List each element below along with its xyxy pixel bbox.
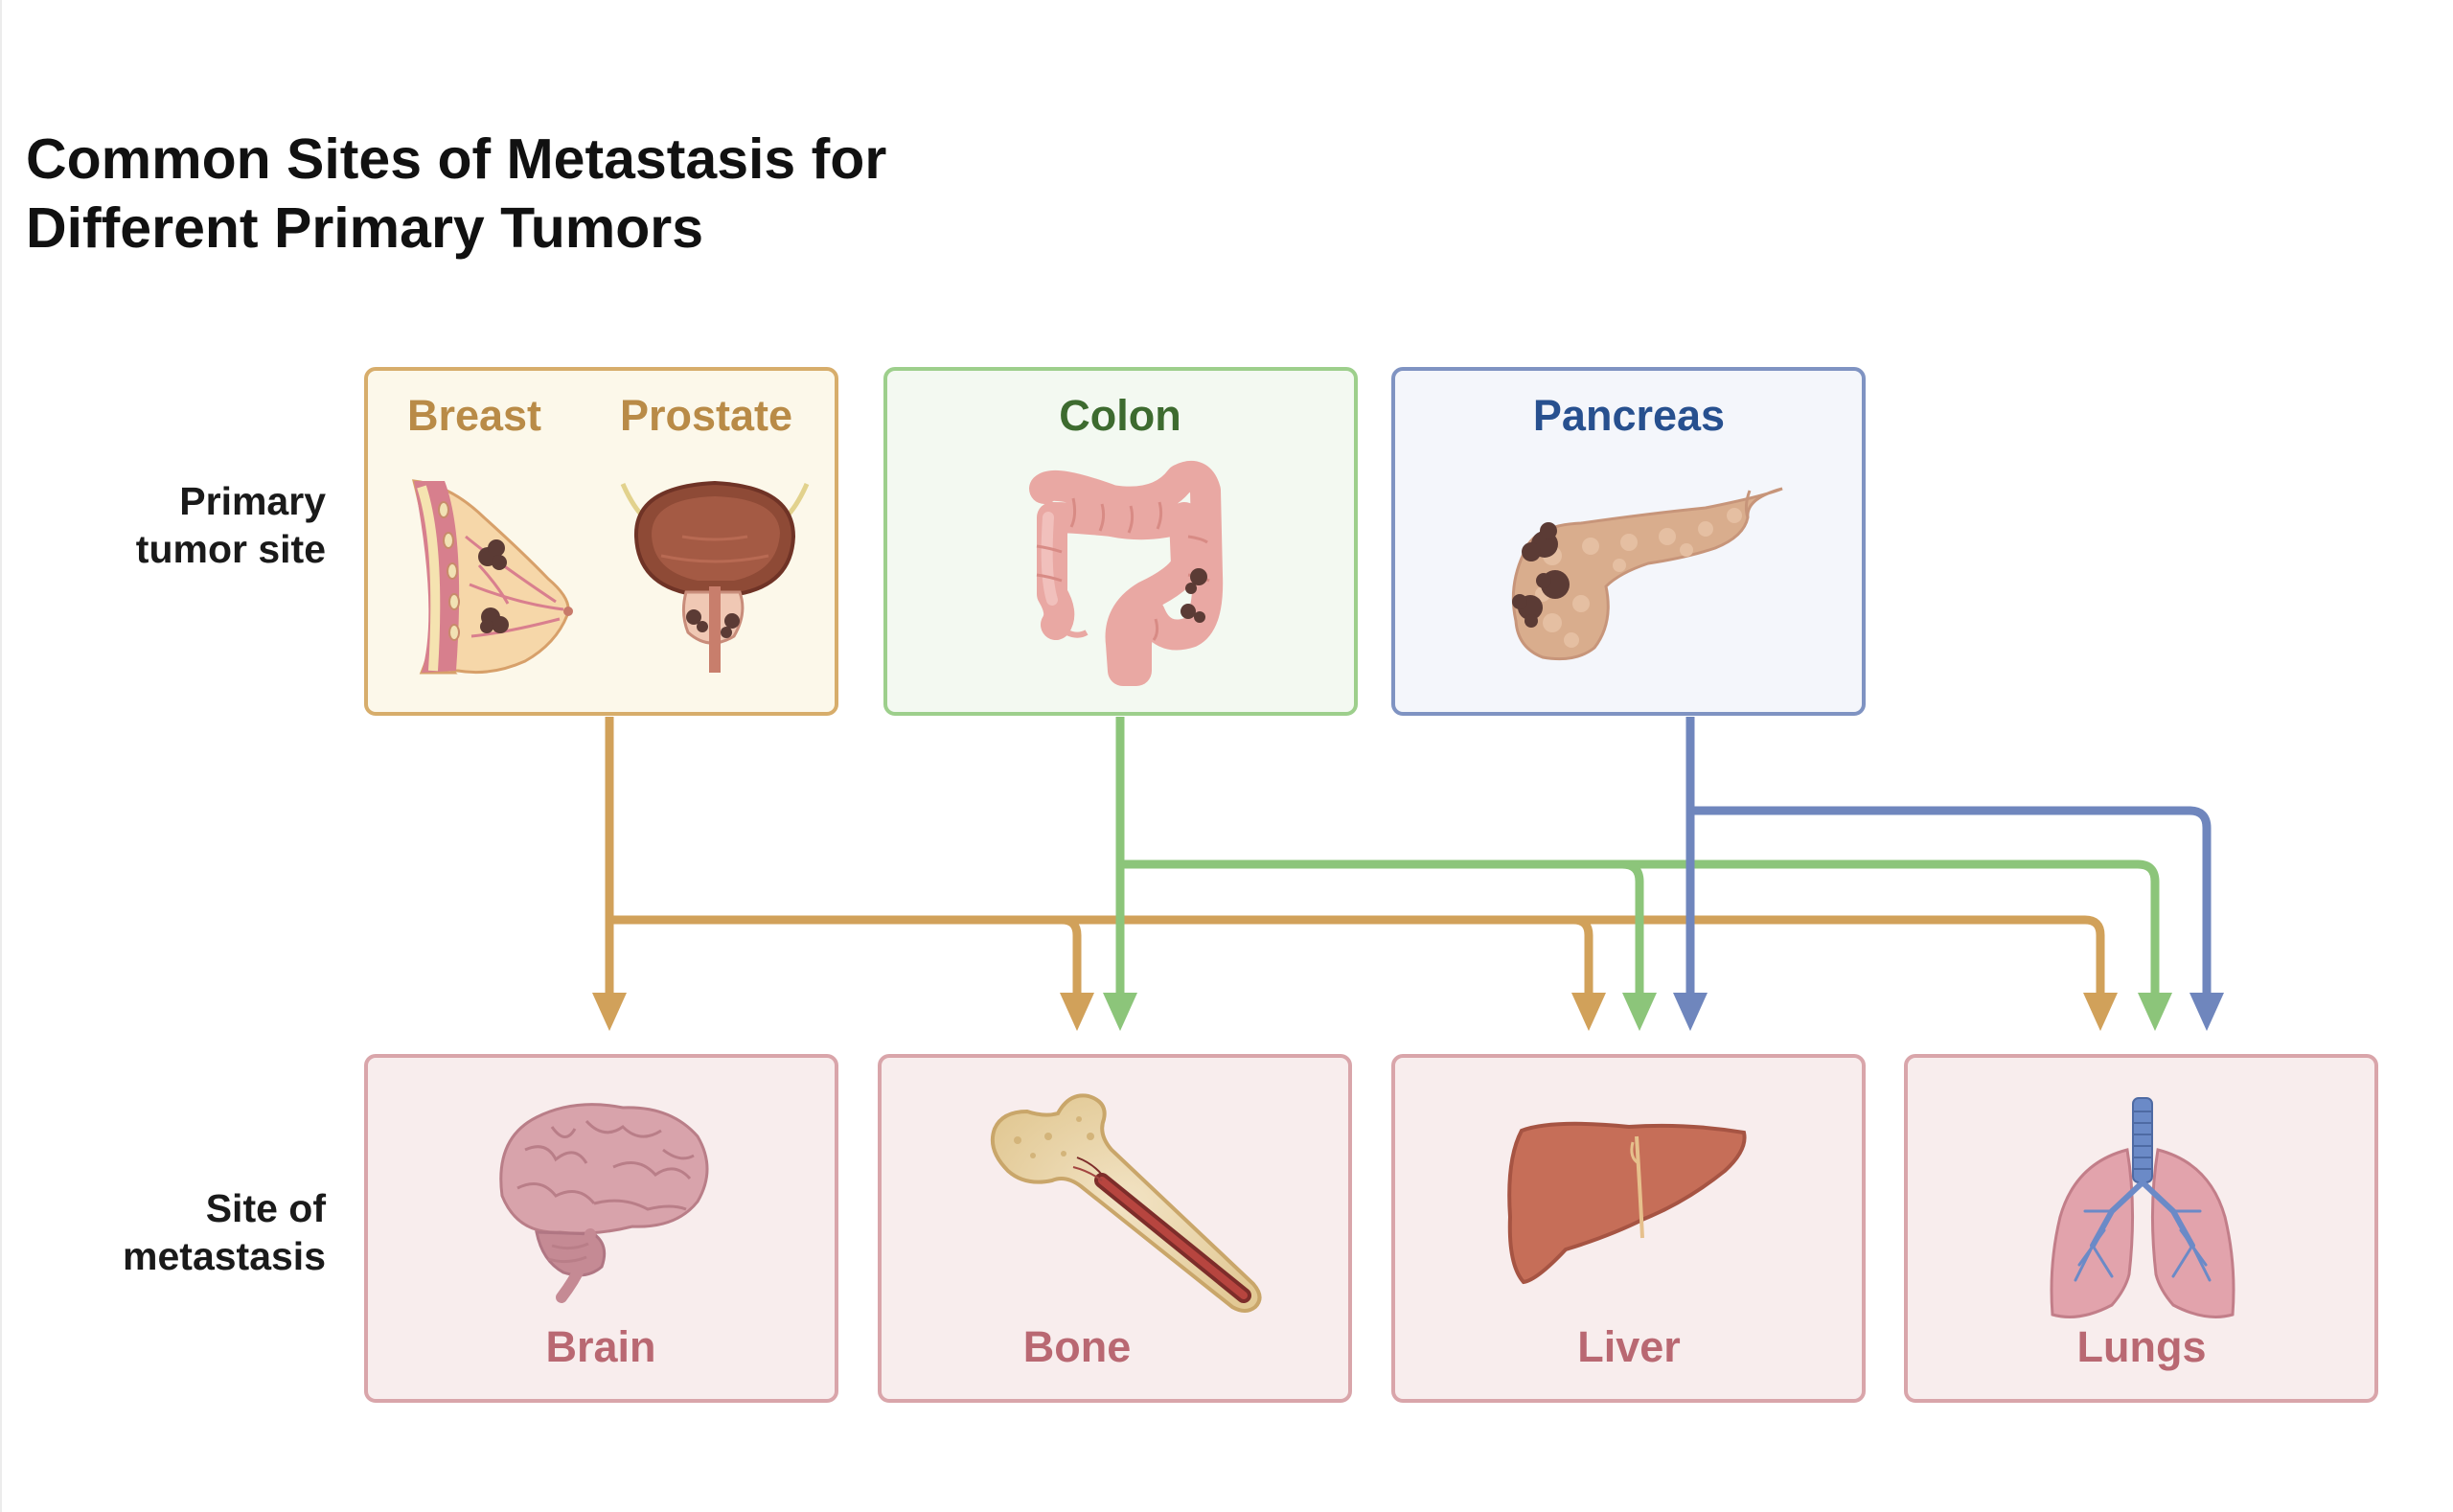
breast-illustration xyxy=(414,481,573,673)
breast-prostate-arrowheads xyxy=(592,993,2118,1031)
bone-label: Bone xyxy=(1023,1322,1132,1372)
colon-arrows xyxy=(1120,717,2155,995)
liver-label: Liver xyxy=(1577,1322,1681,1372)
pancreas-arrows xyxy=(1690,717,2207,995)
colon-arrowheads xyxy=(1103,993,2172,1031)
brain-illustration xyxy=(501,1105,707,1297)
pancreas-label: Pancreas xyxy=(1533,391,1725,441)
lungs-illustration xyxy=(2052,1098,2234,1317)
lungs-label: Lungs xyxy=(2077,1322,2207,1372)
bone-illustration xyxy=(993,1095,1260,1311)
breast-label: Breast xyxy=(407,391,541,441)
breast-prostate-arrows xyxy=(609,717,2100,995)
colon-illustration xyxy=(1037,476,1209,671)
prostate-label: Prostate xyxy=(620,391,792,441)
prostate-illustration xyxy=(623,483,807,673)
pancreas-illustration xyxy=(1512,489,1782,659)
liver-illustration xyxy=(1509,1124,1744,1282)
colon-label: Colon xyxy=(1059,391,1181,441)
brain-label: Brain xyxy=(545,1322,655,1372)
